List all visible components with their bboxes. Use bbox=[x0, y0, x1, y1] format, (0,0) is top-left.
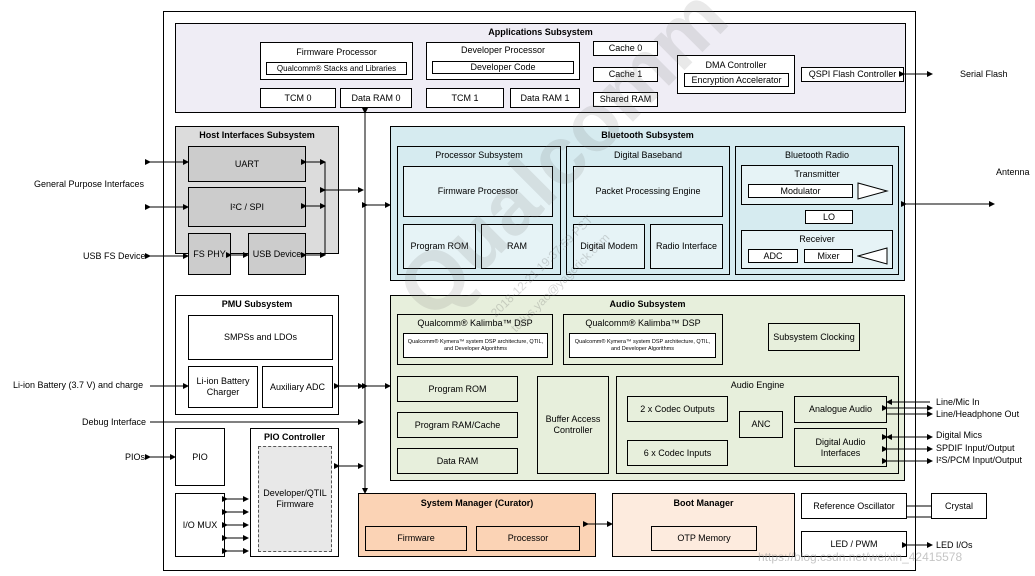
mixer: Mixer bbox=[804, 249, 853, 263]
reference-oscillator: Reference Oscillator bbox=[801, 493, 907, 519]
label-i2s-pcm: I²S/PCM Input/Output bbox=[936, 455, 1023, 465]
apps-developer-processor-label: Developer Processor bbox=[460, 45, 546, 55]
tx-amplifier-icon bbox=[857, 182, 889, 200]
audio-engine: Audio Engine bbox=[616, 376, 899, 474]
bluetooth-subsystem-title: Bluetooth Subsystem bbox=[601, 130, 694, 140]
uart: UART bbox=[188, 146, 306, 182]
developer-qtil-firmware: Developer/QTIL Firmware bbox=[258, 446, 332, 552]
host-interfaces-title: Host Interfaces Subsystem bbox=[199, 130, 315, 140]
subsystem-clocking: Subsystem Clocking bbox=[768, 323, 860, 351]
boot-manager-title: Boot Manager bbox=[673, 498, 734, 508]
label-usb-fs-device: USB FS Device bbox=[83, 251, 146, 261]
audio-data-ram: Data RAM bbox=[397, 448, 518, 474]
label-li-ion-battery: Li-ion Battery (3.7 V) and charge bbox=[13, 380, 144, 390]
digital-modem: Digital Modem bbox=[573, 224, 645, 269]
label-debug-interface: Debug Interface bbox=[82, 417, 147, 427]
radio-interface: Radio Interface bbox=[650, 224, 723, 269]
data-ram-0: Data RAM 0 bbox=[340, 88, 412, 108]
transmitter-title: Transmitter bbox=[794, 169, 840, 179]
label-antenna: Antenna bbox=[996, 167, 1030, 177]
kymera-dsp-1-desc: Qualcomm® Kymera™ system DSP architectur… bbox=[403, 333, 548, 358]
sysmgr-processor: Processor bbox=[476, 526, 580, 551]
kalimba-dsp-1-title: Qualcomm® Kalimba™ DSP bbox=[417, 318, 533, 328]
crystal: Crystal bbox=[931, 493, 987, 519]
label-pios: PIOs bbox=[125, 452, 146, 462]
apps-firmware-processor-label: Firmware Processor bbox=[296, 47, 377, 57]
qspi-flash-controller: QSPI Flash Controller bbox=[801, 67, 904, 82]
kymera-dsp-2-desc: Qualcomm® Kymera™ system DSP architectur… bbox=[569, 333, 716, 358]
label-serial-flash: Serial Flash bbox=[960, 69, 1008, 79]
dma-controller: DMA Controller bbox=[677, 55, 795, 94]
tcm-0: TCM 0 bbox=[260, 88, 336, 108]
encryption-accelerator: Encryption Accelerator bbox=[684, 73, 789, 87]
receiver-title: Receiver bbox=[799, 234, 835, 244]
smps-and-ldos: SMPSs and LDOs bbox=[188, 315, 333, 360]
label-spdif: SPDIF Input/Output bbox=[936, 443, 1015, 453]
label-led-ios: LED I/Os bbox=[936, 540, 973, 550]
audio-engine-title: Audio Engine bbox=[730, 380, 785, 390]
kalimba-dsp-2-title: Qualcomm® Kalimba™ DSP bbox=[585, 318, 701, 328]
pio-controller-title: PIO Controller bbox=[263, 432, 325, 442]
buffer-access-controller: Buffer Access Controller bbox=[537, 376, 609, 474]
label-line-headphone-out: Line/Headphone Out bbox=[936, 409, 1020, 419]
codec-inputs: 6 x Codec Inputs bbox=[627, 440, 728, 466]
digital-baseband-title: Digital Baseband bbox=[613, 150, 683, 160]
qualcomm-stacks-libraries: Qualcomm® Stacks and Libraries bbox=[266, 62, 407, 75]
cache-0: Cache 0 bbox=[593, 41, 658, 56]
sysmgr-firmware: Firmware bbox=[365, 526, 467, 551]
otp-memory: OTP Memory bbox=[651, 526, 757, 551]
bt-ram: RAM bbox=[481, 224, 553, 269]
label-line-mic-in: Line/Mic In bbox=[936, 397, 980, 407]
system-manager-title: System Manager (Curator) bbox=[420, 498, 534, 508]
auxiliary-adc: Auxiliary ADC bbox=[262, 366, 333, 408]
fs-phy: FS PHY bbox=[188, 233, 231, 275]
apps-firmware-processor: Firmware Processor bbox=[260, 42, 413, 80]
bluetooth-radio-title: Bluetooth Radio bbox=[784, 150, 850, 160]
shared-ram: Shared RAM bbox=[593, 92, 658, 107]
rx-amplifier-icon bbox=[857, 247, 888, 265]
data-ram-1: Data RAM 1 bbox=[510, 88, 580, 108]
pmu-subsystem-title: PMU Subsystem bbox=[221, 299, 293, 309]
chip-outline bbox=[163, 11, 916, 571]
modulator: Modulator bbox=[748, 184, 853, 198]
label-digital-mics: Digital Mics bbox=[936, 430, 983, 440]
applications-subsystem-title: Applications Subsystem bbox=[488, 27, 593, 37]
tcm-1: TCM 1 bbox=[426, 88, 504, 108]
audio-program-ram-cache: Program RAM/Cache bbox=[397, 412, 518, 438]
bt-firmware-processor: Firmware Processor bbox=[403, 166, 553, 217]
dma-controller-label: DMA Controller bbox=[705, 60, 767, 70]
codec-outputs: 2 x Codec Outputs bbox=[627, 396, 728, 422]
audio-program-rom: Program ROM bbox=[397, 376, 518, 402]
developer-code: Developer Code bbox=[432, 61, 574, 74]
lo: LO bbox=[805, 210, 853, 224]
bt-program-rom: Program ROM bbox=[403, 224, 476, 269]
adc: ADC bbox=[748, 249, 798, 263]
i2c-spi: I²C / SPI bbox=[188, 187, 306, 227]
audio-subsystem-title: Audio Subsystem bbox=[609, 299, 686, 309]
label-general-purpose-interfaces: General Purpose Interfaces bbox=[34, 179, 145, 189]
cache-1: Cache 1 bbox=[593, 67, 658, 82]
packet-processing-engine: Packet Processing Engine bbox=[573, 166, 723, 217]
anc: ANC bbox=[739, 411, 783, 438]
bt-processor-subsystem-title: Processor Subsystem bbox=[435, 150, 523, 160]
